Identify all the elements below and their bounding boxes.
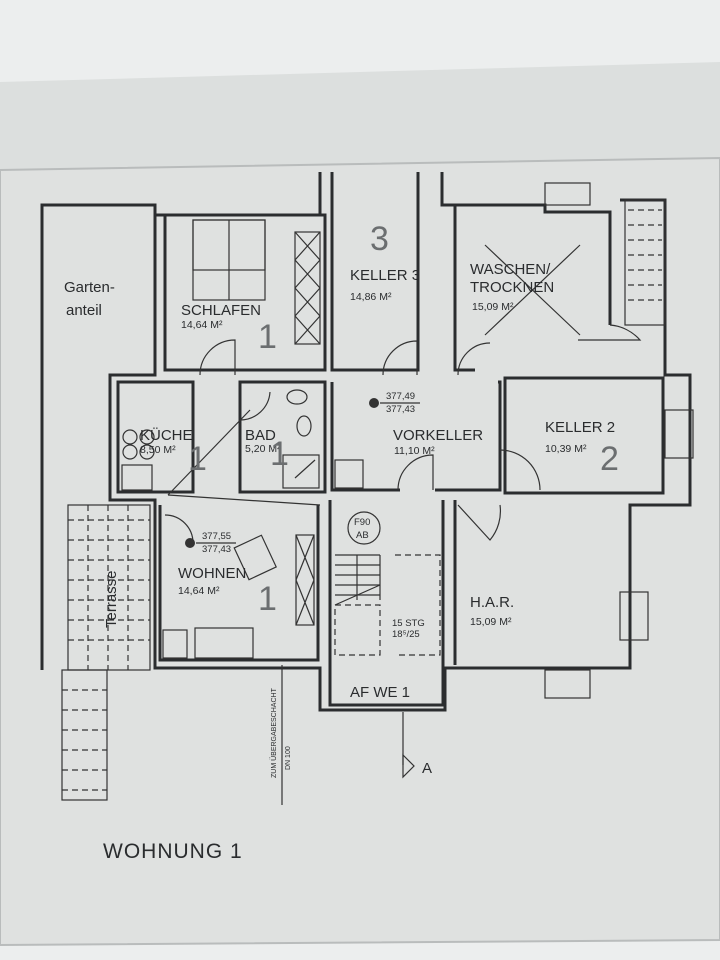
fixtures	[61, 199, 666, 805]
keller2-area: 10,39 M²	[545, 443, 587, 455]
har-label: H.A.R.	[470, 594, 514, 611]
vorkeller-label: VORKELLER	[393, 427, 483, 444]
schlafen-area: 14,64 M²	[181, 319, 223, 331]
vorkeller-area: 11,10 M²	[394, 445, 435, 457]
level-wohnen-top: 377,55	[202, 531, 231, 542]
schlafen-unit-number: 1	[258, 318, 277, 356]
waschen-label-2: TROCKNEN	[470, 279, 554, 296]
keller3-unit-number: 3	[370, 220, 389, 258]
drain-label: ZUM ÜBERGABESCHACHT	[270, 687, 278, 778]
wohnen-label: WOHNEN	[178, 565, 246, 582]
plan-frame	[0, 156, 720, 947]
level-marker-vorkeller	[369, 398, 379, 408]
bad-label: BAD	[245, 427, 276, 444]
wohnen-area: 14,64 M²	[178, 585, 220, 597]
keller3-area: 14,86 M²	[350, 291, 392, 303]
section-marker-label: A	[422, 760, 432, 777]
terrasse-label: Terrasse	[103, 570, 120, 628]
room-labels: Garten- anteil SCHLAFEN 14,64 M² 1 3 KEL…	[64, 220, 619, 863]
bad-area: 5,20 M²	[245, 443, 281, 455]
kueche-area: 8,50 M²	[140, 444, 176, 456]
waschen-area: 15,09 M²	[472, 301, 514, 313]
schlafen-label: SCHLAFEN	[181, 302, 261, 319]
fire-door-type: AB	[356, 530, 369, 541]
garten-label-1: Garten-	[64, 279, 115, 296]
kueche-label: KÜCHE	[140, 426, 193, 444]
level-vorkeller-top: 377,49	[386, 391, 415, 402]
kueche-unit-number: 1	[188, 440, 207, 478]
drain-size: DN 100	[285, 746, 292, 770]
stairs-ratio: 18⁵/25	[392, 629, 420, 640]
level-wohnen-bottom: 377,43	[202, 544, 231, 555]
door-swings	[164, 324, 642, 544]
keller3-label: KELLER 3	[350, 267, 420, 284]
fire-door-rating: F90	[354, 517, 370, 528]
keller2-unit-number: 2	[600, 440, 619, 478]
stairs-steps: 15 STG	[392, 618, 425, 629]
wohnen-unit-number: 1	[258, 580, 277, 618]
plan-title: WOHNUNG 1	[103, 840, 243, 863]
bad-unit-number: 1	[270, 435, 289, 473]
level-vorkeller-bottom: 377,43	[386, 404, 415, 415]
walls	[40, 172, 694, 712]
har-area: 15,09 M²	[470, 616, 512, 628]
fire-door-marker	[347, 511, 381, 545]
garten-label-2: anteil	[66, 302, 102, 319]
waschen-label-1: WASCHEN/	[470, 261, 551, 278]
stairwell-label: AF WE 1	[350, 684, 410, 701]
keller2-label: KELLER 2	[545, 419, 615, 436]
level-marker-wohnen	[185, 538, 195, 548]
